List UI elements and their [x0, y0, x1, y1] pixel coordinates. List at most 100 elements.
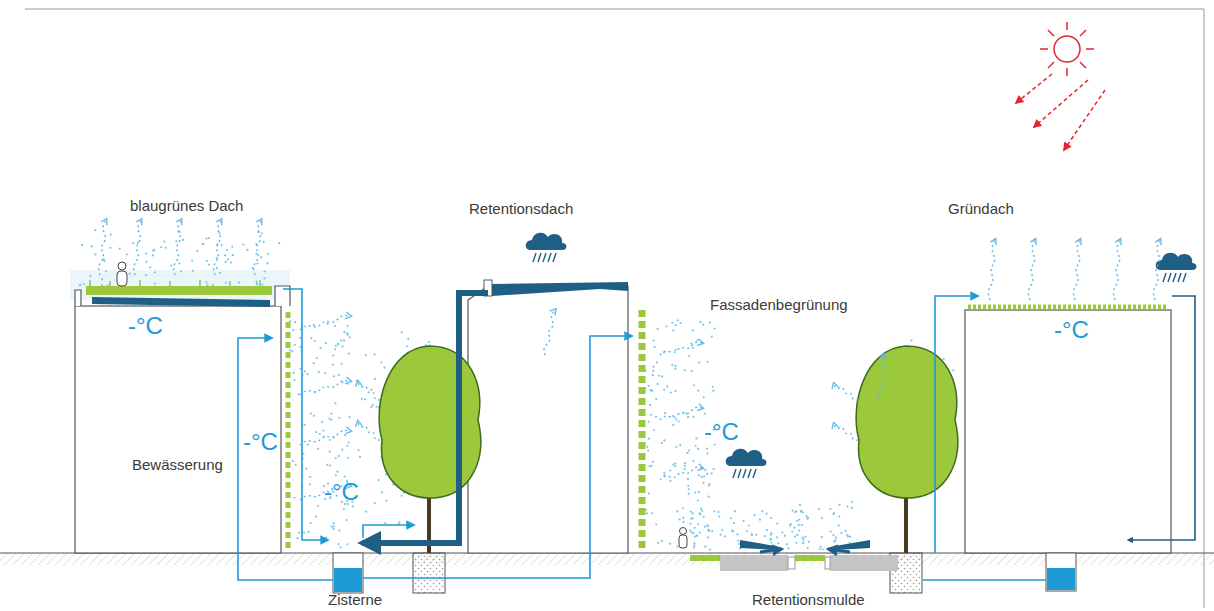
mist-dot [381, 491, 383, 493]
mist-dot [713, 510, 715, 512]
mist-dot [655, 523, 657, 525]
mist-dot [205, 238, 207, 240]
mist-dot [653, 429, 655, 431]
mist-dot [776, 536, 778, 538]
mist-dot [365, 354, 367, 356]
mist-dot [333, 522, 335, 524]
mist-dot [769, 539, 771, 541]
mist-dot [692, 460, 694, 462]
mist-dot [293, 497, 295, 499]
mist-dot [342, 346, 344, 348]
mist-dot [832, 513, 834, 515]
mist-dot [703, 475, 705, 477]
mist-dot [669, 543, 671, 545]
mist-dot [821, 536, 823, 538]
mist-dot [343, 340, 345, 342]
mist-dot [657, 328, 659, 330]
mist-dot [720, 533, 722, 535]
mist-dot [708, 529, 710, 531]
mist-dot [776, 523, 778, 525]
mist-dot [94, 229, 96, 231]
mist-dot [649, 389, 651, 391]
evaporation-arrow [254, 220, 261, 275]
mist-dot [792, 509, 794, 511]
mist-dot [733, 522, 735, 524]
mist-dot [833, 512, 835, 514]
mist-dot [755, 534, 757, 536]
mist-dot [801, 524, 803, 526]
mist-dot [672, 463, 674, 465]
mist-dot [764, 535, 766, 537]
mist-dot [731, 530, 733, 532]
mist-dot [706, 452, 708, 454]
mist-dot [672, 424, 674, 426]
mist-dot [707, 529, 709, 531]
evaporation-arrow [660, 467, 702, 480]
mist-dot [699, 321, 701, 323]
mist-dot [798, 524, 800, 526]
mist-dot [770, 517, 772, 519]
mist-dot [309, 522, 311, 524]
mist-dot [679, 322, 681, 324]
mist-dot [652, 461, 654, 463]
mist-dot [786, 543, 788, 545]
mist-dot [694, 527, 696, 529]
mist-dot [677, 319, 679, 321]
mist-dot [428, 341, 430, 343]
mist-dot [334, 348, 336, 350]
mist-dot [737, 540, 739, 542]
mist-dot [707, 524, 709, 526]
mist-dot [702, 324, 704, 326]
mist-dot [297, 393, 299, 395]
mist-dot [807, 547, 809, 549]
mist-dot [766, 529, 768, 531]
mist-dot [335, 345, 337, 347]
mist-dot [684, 468, 686, 470]
mist-dot [299, 368, 301, 370]
mist-dot [304, 370, 306, 372]
mist-dot [296, 537, 298, 539]
mist-dot [730, 517, 732, 519]
mist-dot [714, 328, 716, 330]
mist-dot [196, 250, 198, 252]
mist-dot [704, 469, 706, 471]
mist-dot [664, 412, 666, 414]
rain-cloud [726, 449, 767, 478]
mist-dot [805, 515, 807, 517]
mist-dot [338, 417, 340, 419]
mist-dot [256, 262, 258, 264]
mist-dot [682, 507, 684, 509]
mist-dot [943, 358, 945, 360]
evaporation-arrow [1113, 240, 1120, 300]
mist-dot [309, 483, 311, 485]
mist-dot [307, 443, 309, 445]
mist-dot [152, 254, 154, 256]
mist-dot [687, 485, 689, 487]
mist-dot [802, 541, 804, 543]
mist-dot [313, 415, 315, 417]
mist-dot [180, 270, 182, 272]
mist-dot [246, 249, 248, 251]
evaporation-arrow [544, 310, 555, 355]
mist-dot [709, 322, 711, 324]
mist-dot [711, 472, 713, 474]
mist-dot [834, 540, 836, 542]
mist-dot [255, 253, 257, 255]
evaporation-arrow [660, 407, 702, 420]
mist-dot [703, 396, 705, 398]
mist-dot [669, 480, 671, 482]
mist-dot [315, 431, 317, 433]
mist-dot [808, 541, 810, 543]
mist-dot [844, 530, 846, 532]
mist-dot [952, 369, 954, 371]
mist-dot [295, 464, 297, 466]
mist-dot [299, 337, 301, 339]
mist-dot [651, 512, 653, 514]
mist-dot [648, 421, 650, 423]
mist-dot [693, 547, 695, 549]
mist-dot [687, 478, 689, 480]
mist-dot [821, 517, 823, 519]
mist-dot [105, 270, 107, 272]
mist-dot [357, 449, 359, 451]
mist-dot [165, 247, 167, 249]
